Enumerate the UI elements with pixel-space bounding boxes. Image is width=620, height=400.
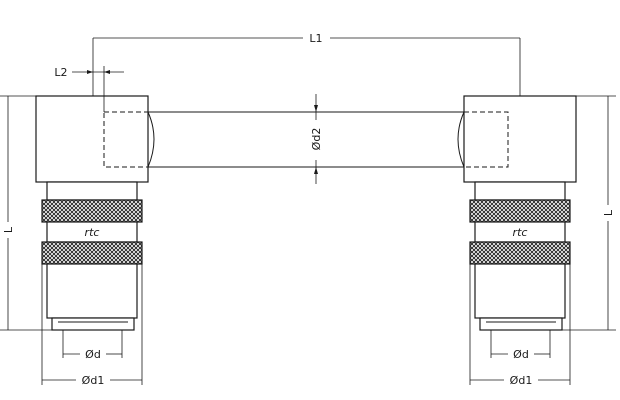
left-knurl-lower <box>41 241 143 265</box>
d1-right-label: Ød1 <box>510 374 533 387</box>
d-left-label: Ød <box>85 348 101 361</box>
left-brand-mark: rtc <box>85 226 100 239</box>
l-right-label: L <box>602 209 615 216</box>
left-tip <box>51 317 135 331</box>
right-lower-body <box>474 263 566 319</box>
hose-tube <box>147 111 465 168</box>
dimension-l1: L1 <box>92 32 521 96</box>
left-elbow-body <box>35 95 149 183</box>
right-knurl-upper <box>469 199 571 223</box>
dimension-d2: Ød2 <box>310 94 323 184</box>
right-brand-mark: rtc <box>513 226 528 239</box>
l-left-label: L <box>2 226 15 233</box>
d2-label: Ød2 <box>310 128 323 151</box>
d-right-label: Ød <box>513 348 529 361</box>
right-knurl-lower <box>469 241 571 265</box>
right-tip <box>479 317 563 331</box>
dimension-l2: L2 <box>54 66 124 112</box>
right-fitting: rtc <box>463 95 577 331</box>
dimension-d1-left: Ød1 <box>41 264 143 387</box>
left-lower-body <box>46 263 138 319</box>
dimension-d1-right: Ød1 <box>469 264 571 387</box>
l2-label: L2 <box>54 66 67 79</box>
right-hidden-bore <box>463 111 509 168</box>
dimension-l-right: L <box>562 95 616 331</box>
d1-left-label: Ød1 <box>82 374 105 387</box>
left-neck <box>46 181 138 201</box>
left-knurl-upper <box>41 199 143 223</box>
dimension-l-left: L <box>0 95 52 331</box>
left-hidden-bore <box>103 111 149 168</box>
l1-label: L1 <box>309 32 322 45</box>
dimension-d-left: Ød <box>62 330 123 361</box>
right-elbow-body <box>463 95 577 183</box>
right-neck <box>474 181 566 201</box>
left-fitting: rtc <box>35 95 149 331</box>
dimension-d-right: Ød <box>490 330 551 361</box>
